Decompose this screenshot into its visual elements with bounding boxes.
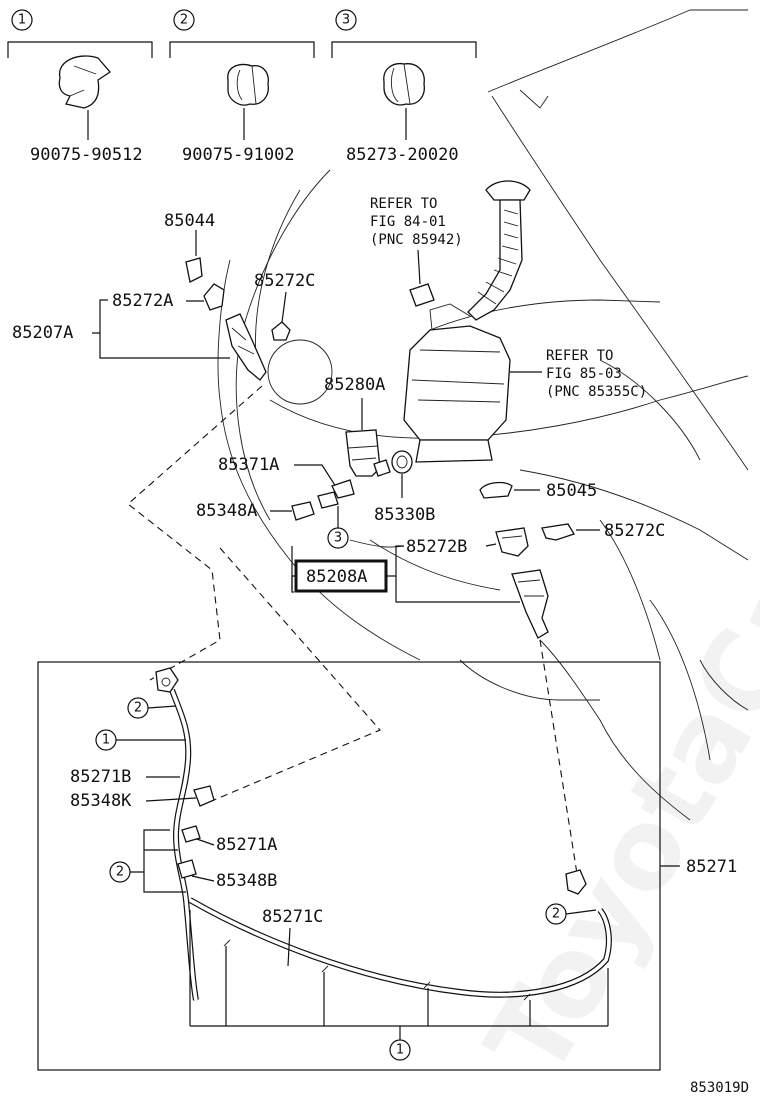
callout-2b: 2: [109, 829, 186, 893]
refer-note-84-01: REFER TO FIG 84-01 (PNC 85942): [370, 196, 463, 307]
legend-part-number: 90075-90512: [30, 145, 143, 165]
hose-clip-icon: [58, 55, 111, 109]
part-85207A: 85207A: [12, 299, 267, 381]
legend-number: 1: [18, 13, 26, 28]
part-85272B: 85272B: [406, 527, 529, 557]
part-85272A: 85272A: [112, 283, 225, 311]
part-85371A: 85371A: [218, 455, 355, 509]
legend-number: 3: [342, 13, 350, 28]
part-85272C-top: 85272C: [254, 271, 315, 341]
callout-2a: 2: [127, 697, 177, 719]
callout-3: 3: [327, 506, 405, 549]
callout-2c-number: 2: [552, 907, 560, 922]
part-85272C-right: 85272C: [541, 521, 665, 541]
callout-1b-number: 1: [396, 1043, 404, 1058]
label-85272B: 85272B: [406, 537, 467, 557]
label-85045: 85045: [546, 481, 597, 501]
callout-1a-number: 1: [102, 733, 110, 748]
refer1-line1: REFER TO: [370, 196, 437, 212]
callout-2b-number: 2: [116, 865, 124, 880]
label-85207A: 85207A: [12, 323, 73, 343]
nozzle-left: [155, 667, 179, 693]
label-85348K: 85348K: [70, 791, 132, 811]
washer-nozzle-right: [511, 569, 549, 639]
label-85272C-right: 85272C: [604, 521, 665, 541]
refer2-line2: FIG 85-03: [546, 366, 622, 382]
legend-part-number: 85273-20020: [346, 145, 459, 165]
part-85271C: 85271C: [262, 907, 323, 967]
refer1-line2: FIG 84-01: [370, 214, 446, 230]
refer2-line3: (PNC 85355C): [546, 384, 647, 400]
callout-1b: 1: [189, 910, 609, 1061]
legend-item-2: 2 90075-91002: [169, 9, 315, 165]
label-85208A: 85208A: [306, 567, 367, 587]
legend-number: 2: [180, 13, 188, 28]
callout-3-number: 3: [334, 531, 342, 546]
washer-tank: [403, 180, 542, 463]
hose-clamp-icon: [227, 63, 269, 106]
part-85044: 85044: [164, 211, 215, 283]
part-85330B: 85330B: [374, 450, 435, 525]
part-85208A: 85208A: [291, 545, 520, 603]
part-85348B: 85348B: [177, 859, 277, 891]
label-85272C-top: 85272C: [254, 271, 315, 291]
label-85044: 85044: [164, 211, 215, 231]
label-85330B: 85330B: [374, 505, 435, 525]
label-85371A: 85371A: [218, 455, 279, 475]
part-85045: 85045: [479, 481, 597, 501]
label-85272A: 85272A: [112, 291, 173, 311]
callout-1a: 1: [95, 729, 186, 751]
hose-assembly-box: 85271: [37, 661, 737, 1071]
refer1-line3: (PNC 85942): [370, 232, 463, 248]
part-85280A: 85280A: [324, 375, 391, 477]
dashed-leaders: [127, 385, 579, 881]
part-85348A: 85348A: [196, 501, 315, 521]
label-85271B: 85271B: [70, 767, 131, 787]
label-85348B: 85348B: [216, 871, 277, 891]
legend-item-3: 3 85273-20020: [331, 9, 477, 165]
label-85348A: 85348A: [196, 501, 257, 521]
legend-item-1: 1 90075-90512: [7, 9, 153, 165]
label-85280A: 85280A: [324, 375, 385, 395]
part-85271A: 85271A: [181, 825, 277, 855]
label-85271: 85271: [686, 857, 737, 877]
legend-part-number: 90075-91002: [182, 145, 295, 165]
part-85348K: 85348K: [70, 785, 215, 811]
refer-note-85-03: REFER TO FIG 85-03 (PNC 85355C): [546, 348, 647, 400]
clamp-ring-icon: [383, 62, 425, 106]
label-85271C: 85271C: [262, 907, 323, 927]
label-85271A: 85271A: [216, 835, 277, 855]
part-85271B: 85271B: [70, 767, 180, 787]
callout-2c: 2: [545, 903, 597, 925]
callout-2a-number: 2: [134, 701, 142, 716]
diagram-code: 853019D: [690, 1080, 749, 1096]
refer2-line1: REFER TO: [546, 348, 613, 364]
nozzle-right: [565, 869, 587, 895]
